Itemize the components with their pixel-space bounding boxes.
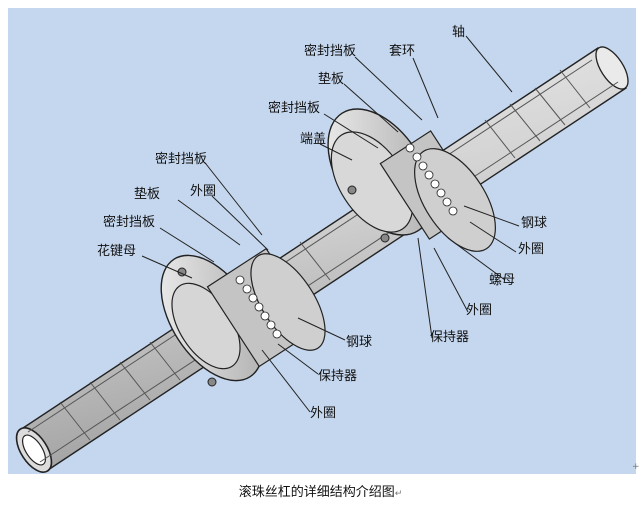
- ball-screw-diagram: 轴 套环 密封挡板 垫板 密封挡板 端盖 密封挡板 垫板 外圈 密封挡板 花键母…: [8, 8, 636, 474]
- leader-lines: [141, 35, 520, 413]
- left-nut-assembly: [160, 247, 326, 387]
- right-nut-assembly: [327, 108, 496, 252]
- label-outer-ring-bottom: 外圈: [310, 406, 336, 421]
- label-outer-ring-right-1: 外圈: [518, 242, 544, 257]
- label-spacer-left: 垫板: [134, 186, 160, 202]
- label-outer-ring-left-top: 外圈: [190, 184, 216, 199]
- label-end-cap: 端盖: [300, 132, 326, 147]
- label-nut: 螺母: [489, 273, 515, 288]
- paragraph-mark: ↵: [394, 489, 403, 499]
- label-seal-mid-right: 密封挡板: [268, 100, 320, 116]
- label-collar: 套环: [389, 43, 415, 59]
- label-seal-left-upper: 密封挡板: [155, 151, 207, 167]
- label-shaft: 轴: [452, 25, 465, 40]
- label-steel-ball-right: 钢球: [521, 216, 547, 231]
- label-spline-nut: 花键母: [97, 243, 136, 259]
- label-retainer-left: 保持器: [318, 369, 357, 384]
- caption-text: 滚珠丝杠的详细结构介绍图: [238, 485, 395, 500]
- label-outer-ring-right-2: 外圈: [466, 303, 492, 318]
- label-seal-left-lower: 密封挡板: [103, 214, 155, 230]
- label-retainer-right: 保持器: [430, 330, 469, 345]
- label-steel-ball-left: 钢球: [346, 335, 372, 350]
- label-seal-top-right: 密封挡板: [304, 43, 356, 59]
- shaft: [15, 46, 629, 473]
- figure-caption: 滚珠丝杠的详细结构介绍图↵: [0, 481, 641, 500]
- end-mark: +: [632, 462, 640, 472]
- label-spacer-top-right: 垫板: [318, 71, 344, 87]
